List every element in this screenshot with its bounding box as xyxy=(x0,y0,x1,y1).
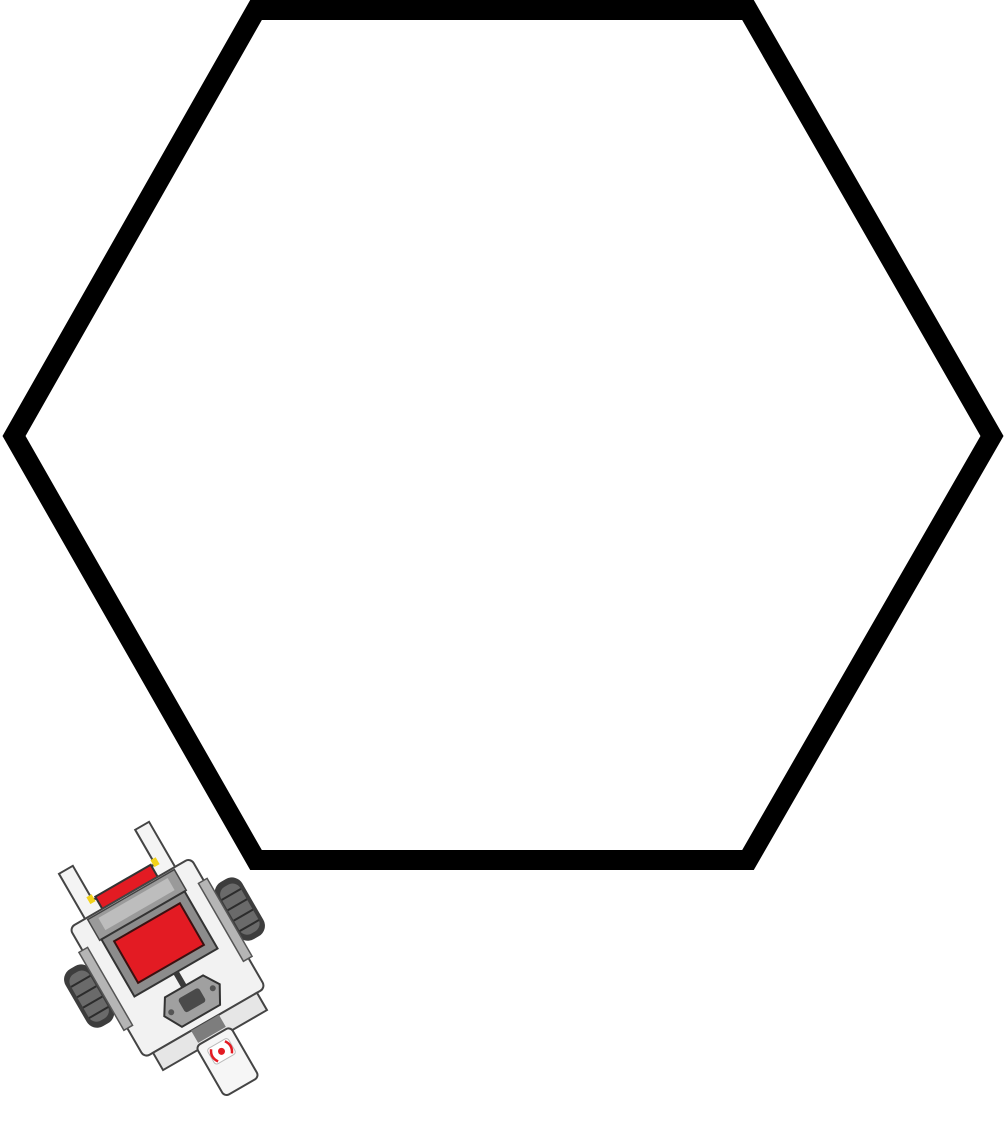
right-wheel xyxy=(214,877,265,941)
left-wheel xyxy=(64,964,115,1028)
sensor-icon xyxy=(196,1027,259,1097)
robot-icon xyxy=(57,820,269,1097)
robot-screen xyxy=(112,901,206,985)
robot-buttons xyxy=(163,974,222,1028)
hexagon-outline xyxy=(2,0,1004,870)
